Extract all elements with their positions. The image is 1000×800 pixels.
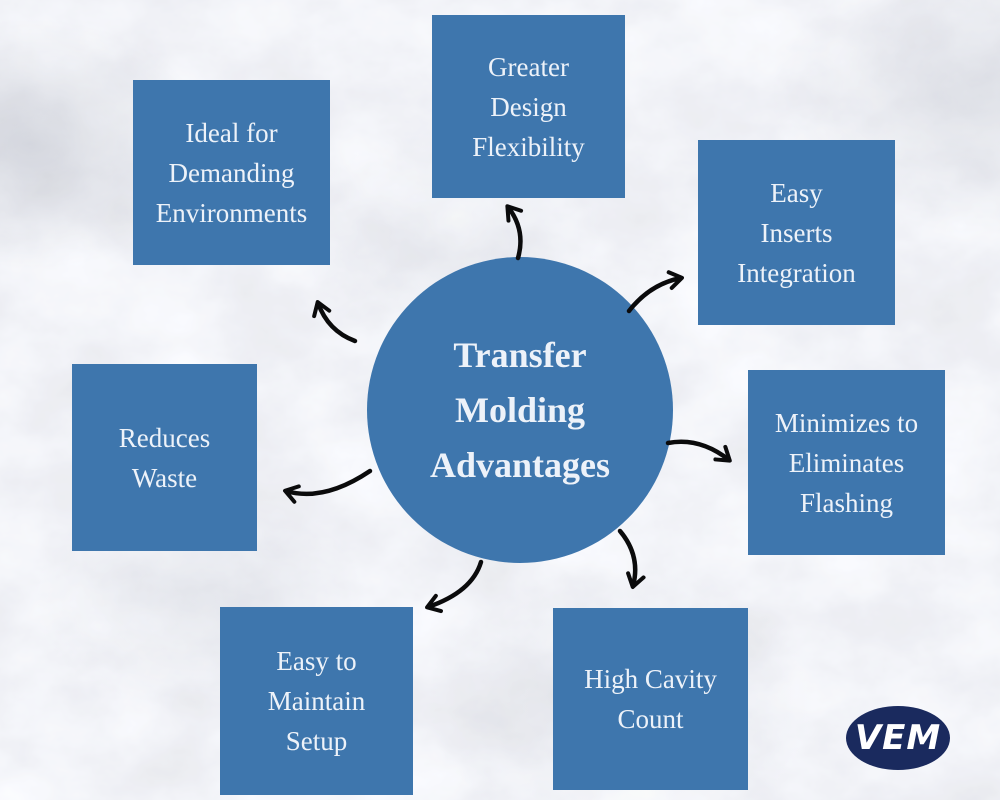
advantage-box-inserts-integration: Easy Inserts Integration	[698, 140, 895, 325]
vem-logo: VEM	[846, 706, 950, 770]
advantage-label: Easy Inserts Integration	[737, 177, 856, 288]
diagram-title: Transfer Molding Advantages	[429, 334, 611, 485]
advantage-box-minimizes-flashing: Minimizes to Eliminates Flashing	[748, 370, 945, 555]
advantage-box-high-cavity-count: High Cavity Count	[553, 608, 748, 790]
advantage-box-design-flexibility: Greater Design Flexibility	[432, 15, 625, 198]
vem-logo-text: VEM	[854, 718, 942, 758]
advantage-label: High Cavity Count	[584, 664, 717, 734]
advantage-label: Greater Design Flexibility	[472, 51, 585, 162]
advantage-label: Minimizes to Eliminates Flashing	[774, 407, 919, 518]
advantage-label: Reduces Waste	[118, 422, 211, 493]
advantage-label: Easy to Maintain Setup	[267, 646, 366, 756]
advantage-box-easy-maintain-setup: Easy to Maintain Setup	[220, 607, 413, 795]
advantage-box-reduces-waste: Reduces Waste	[72, 364, 257, 551]
advantage-box-ideal-environments: Ideal for Demanding Environments	[133, 80, 330, 265]
advantage-label: Ideal for Demanding Environments	[155, 117, 308, 228]
central-topic-circle: Transfer Molding Advantages	[367, 257, 673, 563]
